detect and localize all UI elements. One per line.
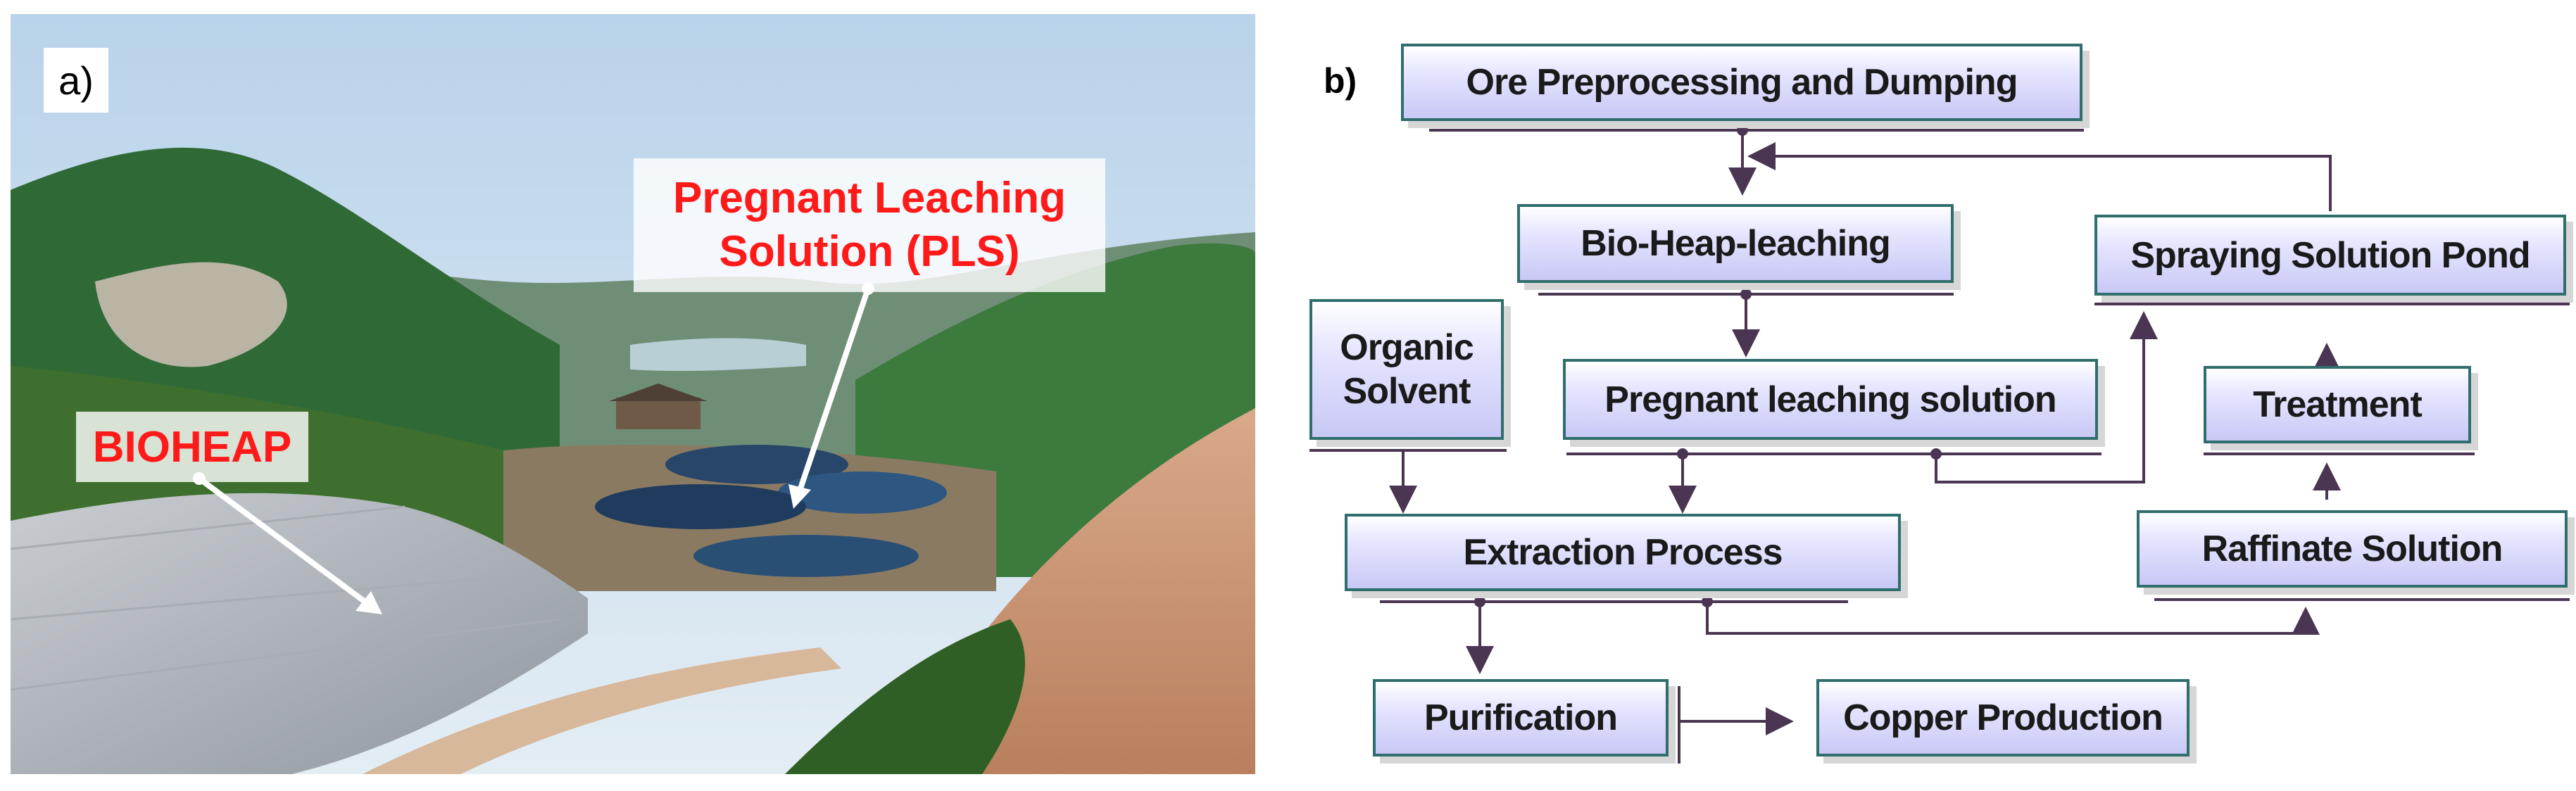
box-bio-heap-leaching: Bio-Heap-leaching <box>1517 204 1954 283</box>
box-spraying-solution-pond: Spraying Solution Pond <box>2094 215 2566 296</box>
arrow-spraying-to-bioheap <box>1747 142 2332 211</box>
junction-dot <box>1740 289 1752 300</box>
junction-dot <box>1677 448 1688 460</box>
arrow-pregnant-to-spraying <box>1935 311 2158 483</box>
pls-label: Pregnant Leaching Solution (PLS) <box>634 158 1105 292</box>
pls-label-line2: Solution (PLS) <box>719 227 1020 276</box>
box-treatment: Treatment <box>2204 366 2471 443</box>
box-extraction-process: Extraction Process <box>1345 514 1901 591</box>
box-organic-solvent: Organic Solvent <box>1309 299 1504 440</box>
junction-dot <box>1702 596 1713 607</box>
box-raffinate-solution: Raffinate Solution <box>2137 510 2568 588</box>
arrow-extraction-to-raffinate <box>1706 602 2320 635</box>
pls-label-line1: Pregnant Leaching <box>672 174 1067 222</box>
box-copper-production: Copper Production <box>1816 679 2189 757</box>
panel-a-tag: a) <box>44 48 108 113</box>
box-purification: Purification <box>1373 679 1669 757</box>
box-ore-preprocessing: Ore Preprocessing and Dumping <box>1401 44 2082 121</box>
junction-dot <box>1737 125 1748 136</box>
organic-line1: Organic <box>1340 327 1474 368</box>
junction-dot <box>1930 448 1942 460</box>
box-pregnant-leaching-solution: Pregnant leaching solution <box>1563 359 2098 440</box>
panel-b-tag: b) <box>1324 61 1357 101</box>
junction-dot <box>1474 596 1485 607</box>
organic-line2: Solvent <box>1343 371 1471 412</box>
bioheap-label: BIOHEAP <box>76 412 308 482</box>
